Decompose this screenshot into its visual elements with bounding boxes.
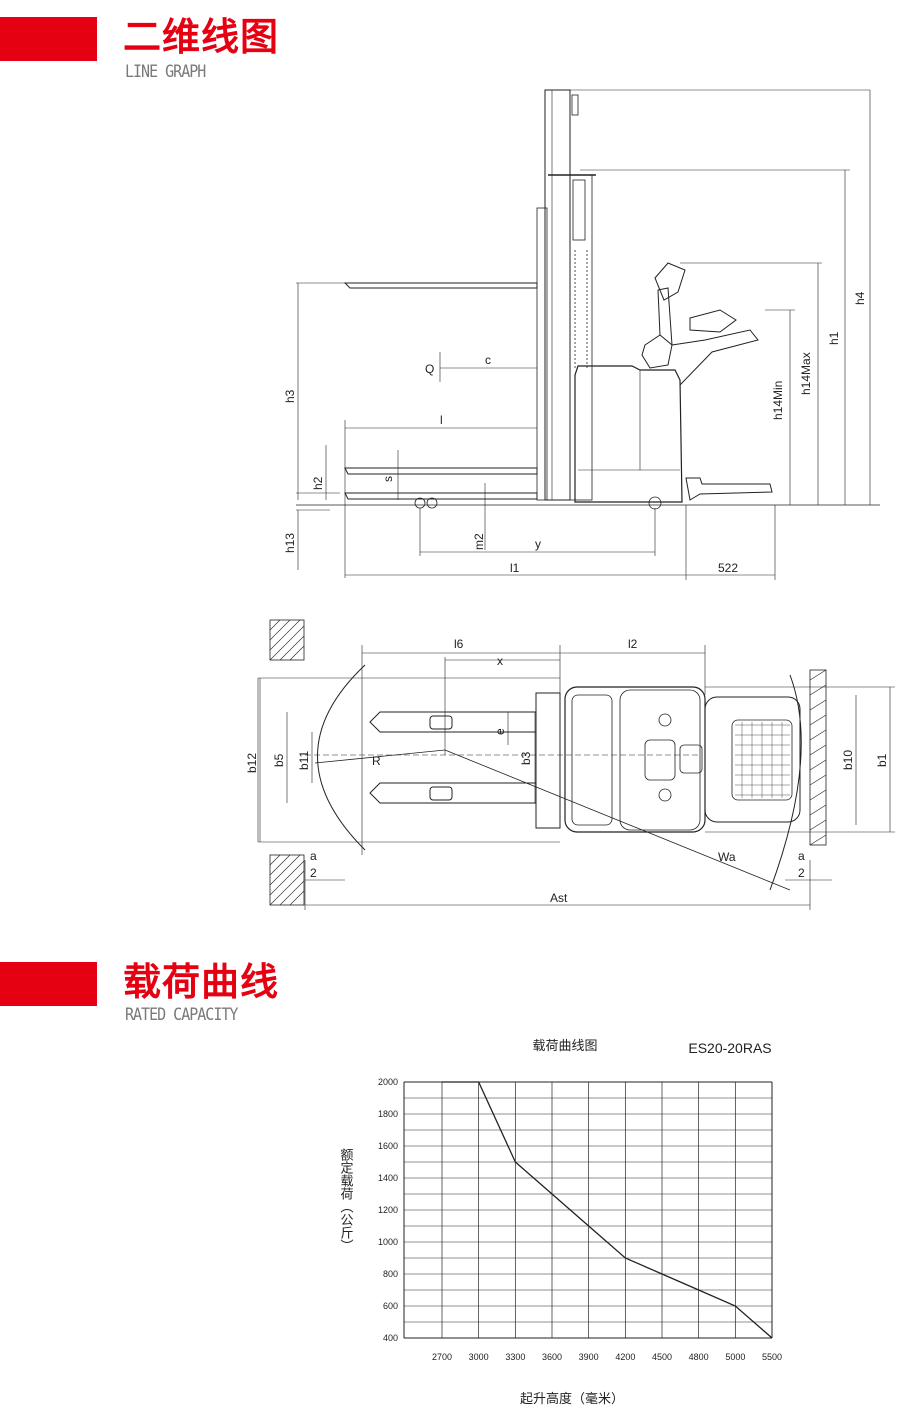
chart-x-tick-label: 2700	[432, 1352, 452, 1362]
label-h2: h2	[311, 476, 325, 490]
label-b11: b11	[297, 751, 311, 770]
label-m2: m2	[472, 533, 486, 550]
chart-y-tick-label: 1200	[378, 1205, 398, 1215]
chart-series-line	[442, 1081, 773, 1339]
chart-x-tick-label: 3300	[505, 1352, 525, 1362]
label-Q: Q	[425, 362, 434, 376]
section-marker-bar	[0, 962, 97, 1006]
label-b1: b1	[875, 753, 889, 767]
chart-y-tick-label: 1000	[378, 1237, 398, 1247]
label-a-left: a	[310, 849, 317, 863]
label-c: c	[485, 353, 491, 367]
label-h4: h4	[853, 291, 867, 305]
label-h1: h1	[827, 331, 841, 345]
side-view-drawing	[296, 89, 880, 580]
top-view-drawing	[257, 619, 895, 910]
chart-x-axis-label: 起升高度（毫米）	[520, 1391, 624, 1406]
label-a-right: a	[798, 849, 805, 863]
chart-x-tick-label: 4200	[615, 1352, 635, 1362]
section-marker-bar	[0, 17, 97, 61]
section-title-rated-capacity: 载荷曲线	[123, 960, 280, 1004]
label-2-right: 2	[798, 866, 805, 880]
section-subtitle-line-graph: LINE GRAPH	[125, 60, 206, 82]
label-x: x	[497, 654, 503, 668]
label-l6: l6	[454, 637, 464, 651]
top-view-labels: l6 l2 x e R b12 b5 b11 b3 b10 b1 Wa a 2 …	[245, 637, 889, 905]
chart-model: ES20-20RAS	[688, 1040, 771, 1056]
chart-y-tick-label: 1800	[378, 1109, 398, 1119]
label-h3: h3	[283, 389, 297, 403]
label-Wa: Wa	[718, 850, 736, 864]
label-b3: b3	[519, 751, 533, 765]
label-l2: l2	[628, 637, 638, 651]
label-2-left: 2	[310, 866, 317, 880]
chart-x-tick-label: 5000	[725, 1352, 745, 1362]
chart-x-tick-label: 4500	[652, 1352, 672, 1362]
label-s: s	[381, 476, 395, 482]
chart-x-tick-label: 3000	[469, 1352, 489, 1362]
label-R: R	[372, 754, 381, 768]
label-y: y	[535, 537, 541, 551]
section-subtitle-rated-capacity: RATED CAPACITY	[125, 1003, 238, 1025]
chart-y-tick-label: 600	[383, 1301, 398, 1311]
label-b12: b12	[245, 753, 259, 773]
chart-x-tick-label: 3900	[579, 1352, 599, 1362]
label-522: 522	[718, 561, 738, 575]
section-title-line-graph: 二维线图	[123, 15, 280, 59]
label-b10: b10	[841, 750, 855, 770]
label-l1: l1	[510, 561, 520, 575]
chart-y-tick-label: 2000	[378, 1077, 398, 1087]
chart-x-tick-label: 5500	[762, 1352, 782, 1362]
label-e: e	[493, 728, 507, 735]
chart-title: 载荷曲线图	[532, 1038, 597, 1053]
side-view-labels: Q c l s h3 h2 h13 h14Min h14Max h1 h4 m2…	[283, 291, 867, 575]
label-Ast: Ast	[550, 891, 568, 905]
chart-y-axis-label: 额定载荷（公斤）	[339, 1148, 354, 1252]
label-h13: h13	[283, 533, 297, 553]
chart-y-tick-label: 400	[383, 1333, 398, 1343]
chart-y-tick-label: 1600	[378, 1141, 398, 1151]
chart-x-tick-label: 3600	[542, 1352, 562, 1362]
label-b5: b5	[272, 753, 286, 767]
capacity-chart: 2000 1800 1600 1400 1200 1000 800 600 400 2700 300…	[339, 1038, 783, 1406]
label-l: l	[440, 413, 443, 427]
label-h14min: h14Min	[771, 381, 785, 420]
chart-y-tick-label: 1400	[378, 1173, 398, 1183]
chart-x-tick-label: 4800	[689, 1352, 709, 1362]
chart-y-tick-label: 800	[383, 1269, 398, 1279]
label-h14max: h14Max	[799, 352, 813, 395]
